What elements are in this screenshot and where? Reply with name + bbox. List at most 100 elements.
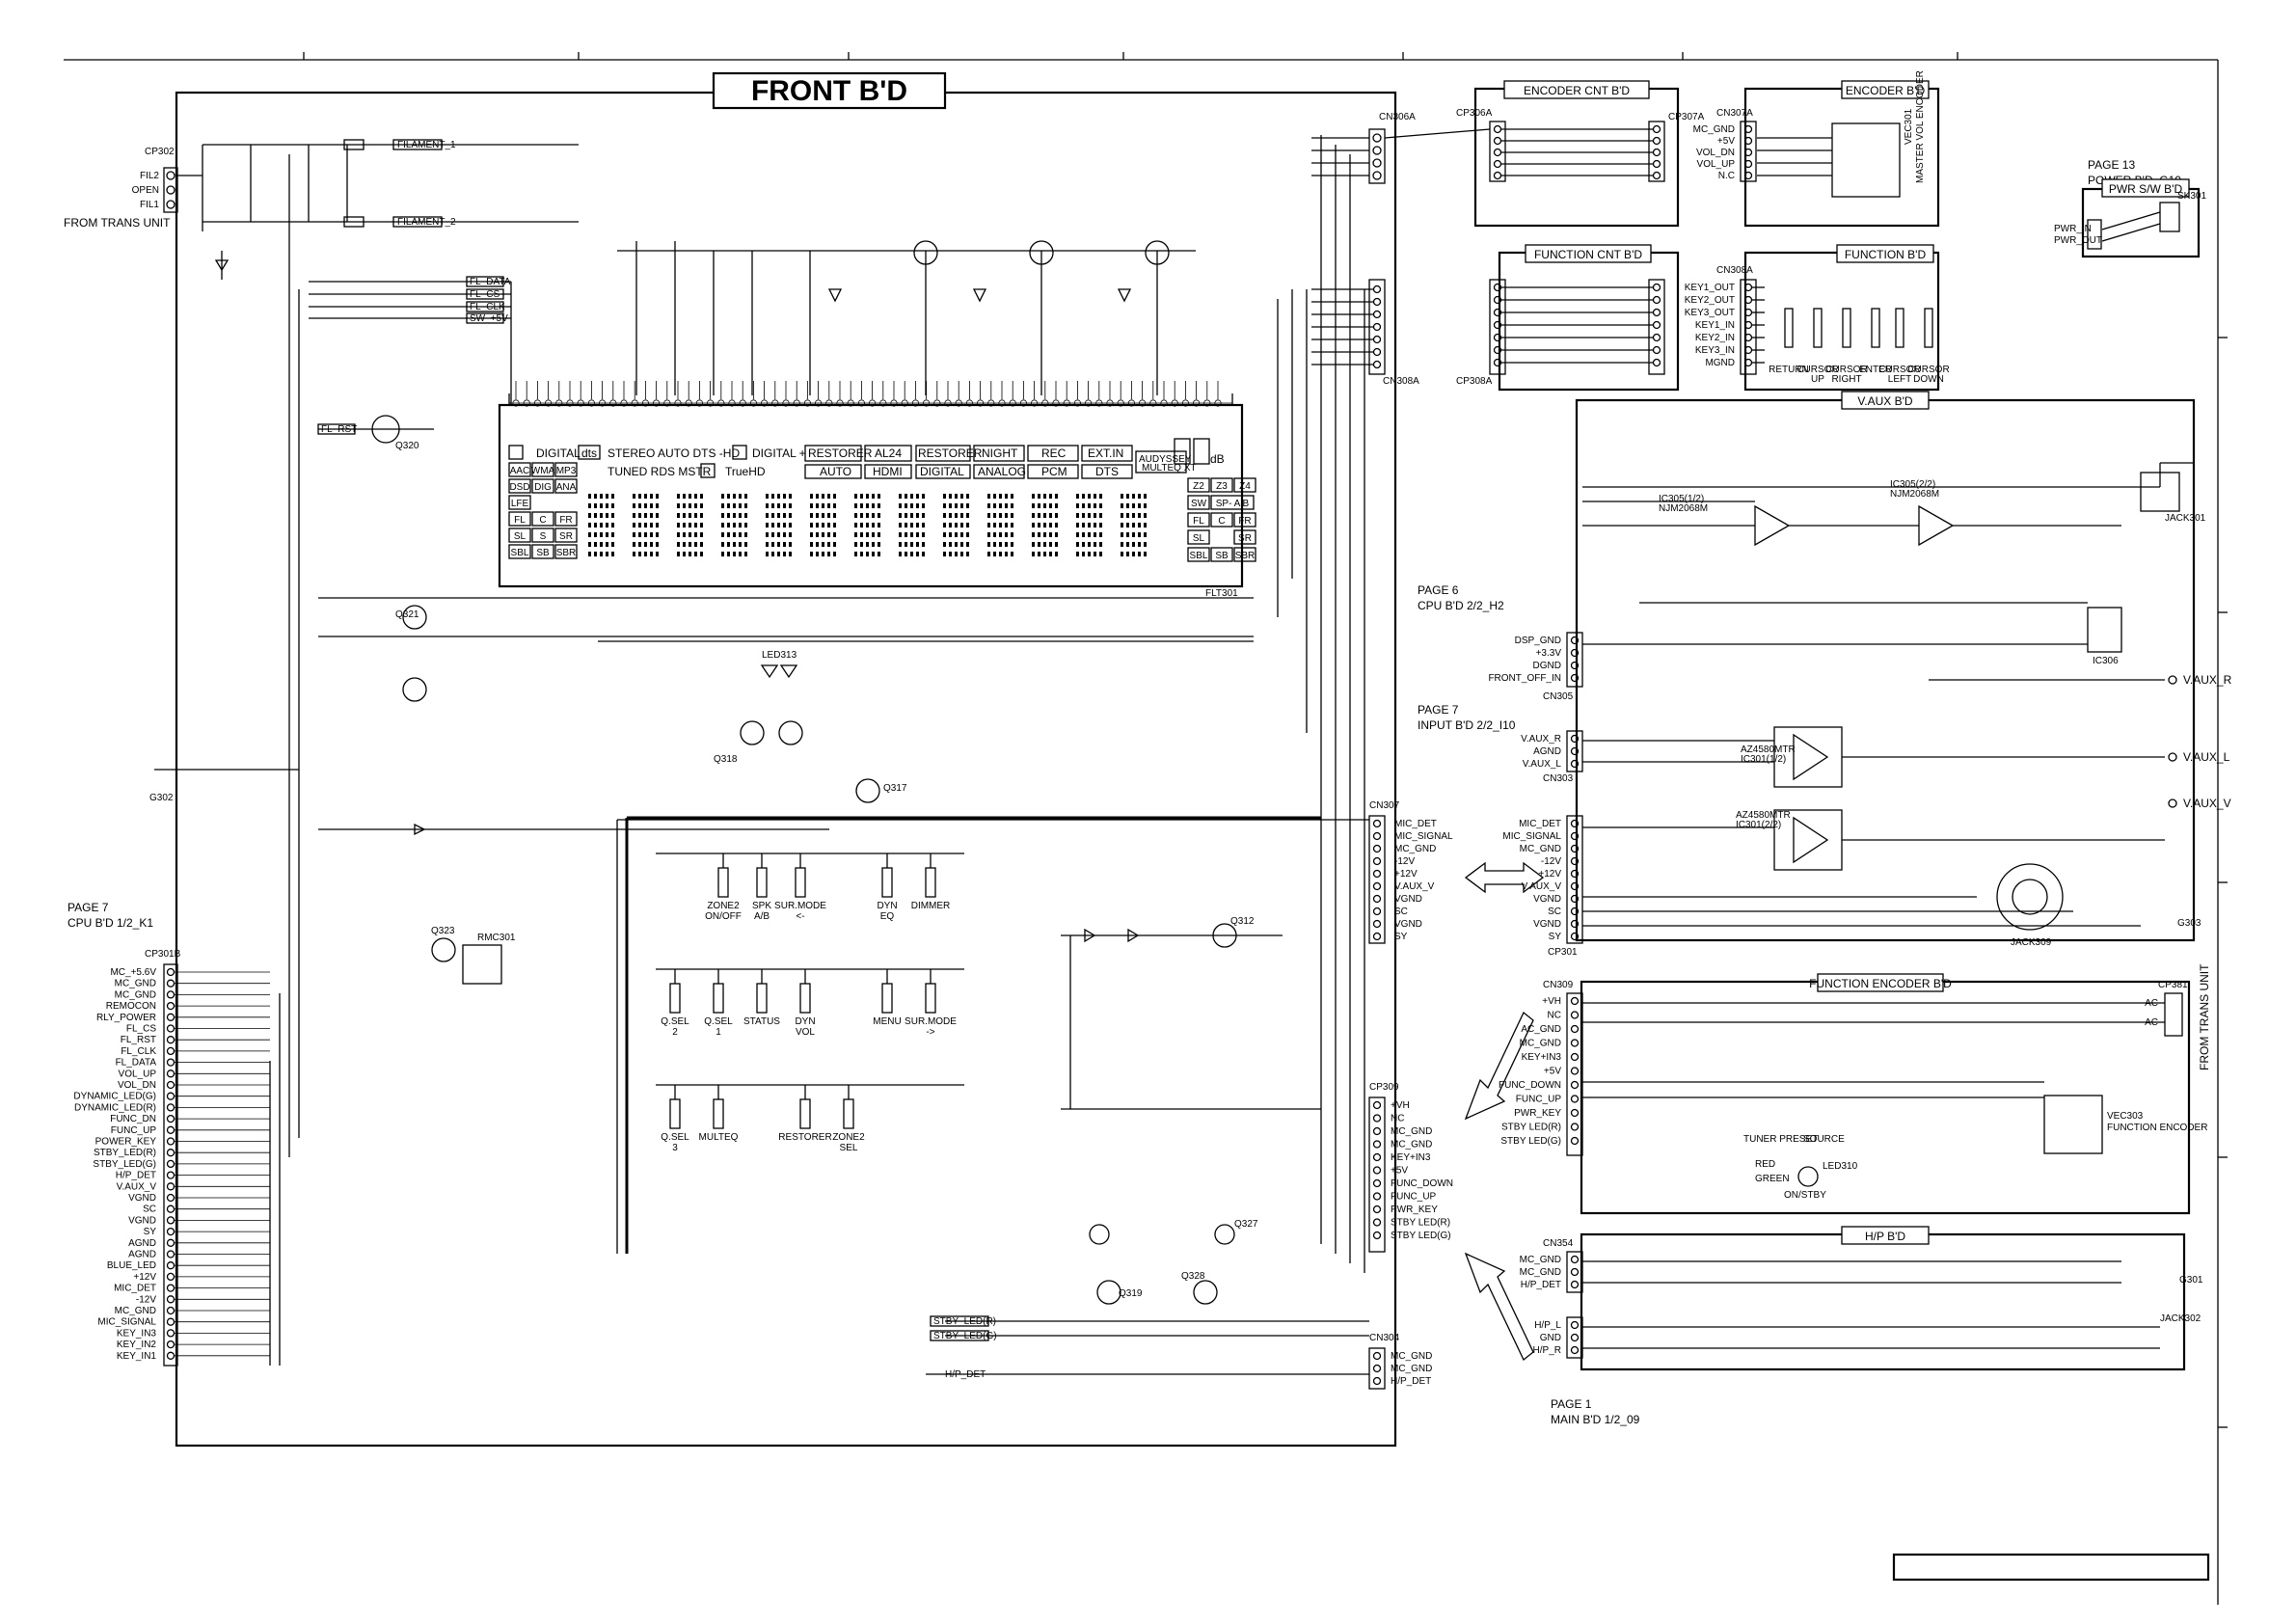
switch-label: CURSOR xyxy=(1796,365,1838,375)
led-red: RED xyxy=(1755,1159,1775,1170)
matrix-dot xyxy=(677,503,680,508)
pin-dot xyxy=(1743,136,1753,146)
matrix-dot xyxy=(910,542,913,547)
matrix-dot xyxy=(1011,542,1013,547)
pin-dot xyxy=(1372,881,1382,891)
pin-label: +12V xyxy=(1538,869,1561,880)
matrix-dot xyxy=(922,552,925,556)
matrix-dot xyxy=(960,513,963,518)
pin-label: MC_GND xyxy=(1391,1140,1432,1150)
pin-label: VGND xyxy=(1533,894,1561,905)
pin-dot xyxy=(1372,297,1382,307)
pin-label: MIC_DET xyxy=(1394,819,1437,829)
matrix-dot xyxy=(700,513,703,518)
pin-label: FL_CS xyxy=(126,1024,156,1035)
matrix-dot xyxy=(1049,542,1052,547)
matrix-dot xyxy=(1049,503,1052,508)
ic305b-label: IC305(2/2) xyxy=(1890,479,1935,490)
display-icon-label: SBL xyxy=(1190,551,1208,561)
pin-dot xyxy=(1372,1376,1382,1386)
matrix-dot xyxy=(694,542,697,547)
switch-label: ENTER xyxy=(1859,365,1892,375)
switch-label: RETURN xyxy=(1769,365,1809,375)
matrix-dot xyxy=(966,523,969,528)
display-icon-box xyxy=(554,462,578,477)
matrix-dot xyxy=(1144,532,1147,537)
pin-dot xyxy=(1743,345,1753,355)
tact-switch xyxy=(1784,308,1794,348)
matrix-dot xyxy=(1088,552,1091,556)
switch-label: DIMMER xyxy=(911,901,951,911)
matrix-dot xyxy=(677,542,680,547)
matrix-dot xyxy=(1126,523,1129,528)
pin-dot xyxy=(1570,819,1580,828)
matrix-dot xyxy=(960,503,963,508)
pin-dot xyxy=(1743,333,1753,342)
pin-label: MC_+5.6V xyxy=(110,967,156,978)
pin-label: MC_GND xyxy=(1391,1364,1432,1374)
matrix-dot xyxy=(689,494,691,499)
tact-switch xyxy=(1871,308,1880,348)
pin-label: MC_GND xyxy=(1520,1255,1561,1265)
matrix-dot xyxy=(588,513,591,518)
display-icon-label: SBR xyxy=(556,548,577,558)
matrix-dot xyxy=(1121,552,1123,556)
matrix-dot xyxy=(922,532,925,537)
matrix-dot xyxy=(588,542,591,547)
pin-label: NC xyxy=(1548,1011,1561,1021)
pin-label: +12V xyxy=(1394,869,1418,880)
matrix-dot xyxy=(683,513,686,518)
matrix-dot xyxy=(689,542,691,547)
disp-dts2: DTS xyxy=(1095,465,1119,478)
disp-pcm: PCM xyxy=(1041,465,1067,478)
matrix-dot xyxy=(656,532,659,537)
matrix-dot xyxy=(1055,513,1058,518)
cn309-label: CN309 xyxy=(1543,980,1574,990)
tact-switch xyxy=(881,983,893,1014)
display-icon-box xyxy=(1233,477,1256,493)
front-board-title: FRONT B'D xyxy=(751,75,907,107)
cn307-connector: MIC_DETMIC_SIGNALMC_GND-12V+12VV.AUX_VVG… xyxy=(1368,800,1453,944)
matrix-dot xyxy=(999,494,1002,499)
vfd-pin xyxy=(922,399,931,407)
matrix-dot xyxy=(744,542,747,547)
matrix-dot xyxy=(860,552,863,556)
vfd-display: FLT301 DIGITAL dts STEREO AUTO DTS -HD D… xyxy=(498,381,1256,599)
display-icon-box xyxy=(554,478,578,494)
matrix-dot xyxy=(633,552,635,556)
switch-label: CURSOR xyxy=(1825,365,1867,375)
switch-label: UP xyxy=(1811,374,1824,385)
display-icon-label: FR xyxy=(1238,516,1251,527)
matrix-dot xyxy=(771,523,774,528)
cn304-label: CN304 xyxy=(1369,1333,1400,1343)
vfd-pin xyxy=(965,399,974,407)
pin-label: MIC_SIGNAL xyxy=(1394,831,1453,842)
vfd-pin xyxy=(976,399,985,407)
matrix-dot xyxy=(600,523,603,528)
matrix-dot xyxy=(694,513,697,518)
switch-label: EQ xyxy=(880,911,895,922)
vfd-pin xyxy=(1171,399,1178,407)
pin-label: KEY3_OUT xyxy=(1685,308,1735,318)
pin-label: MIC_SIGNAL xyxy=(1502,831,1561,842)
pin-label: +VH xyxy=(1391,1100,1410,1111)
matrix-dot xyxy=(1076,503,1079,508)
vfd-pin xyxy=(674,399,682,407)
pin-dot xyxy=(1493,358,1502,367)
vaux-r-label: V.AUX_R xyxy=(2183,673,2232,687)
matrix-dot xyxy=(689,552,691,556)
pin-label: AC_GND xyxy=(1521,1024,1561,1035)
matrix-dot xyxy=(987,513,990,518)
matrix-dot xyxy=(1138,503,1141,508)
matrix-dot xyxy=(1032,552,1035,556)
pin-dot xyxy=(1372,1218,1382,1227)
page-frame xyxy=(64,52,2228,1605)
pin-label: KEY2_OUT xyxy=(1685,295,1735,306)
display-icon-box xyxy=(508,495,531,510)
vfd-pin xyxy=(695,399,704,407)
pin-label: MC_GND xyxy=(115,989,156,1000)
matrix-dot xyxy=(1082,552,1085,556)
pin-label: VGND xyxy=(1533,919,1561,930)
matrix-dot xyxy=(727,523,730,528)
tact-switch xyxy=(925,983,936,1014)
